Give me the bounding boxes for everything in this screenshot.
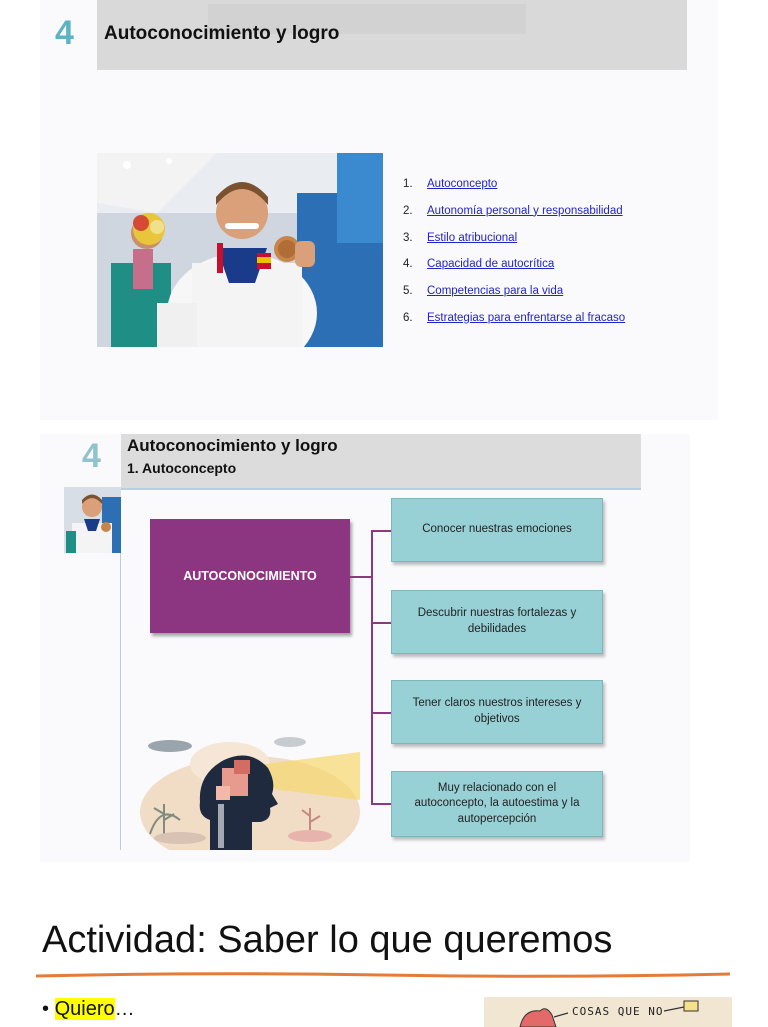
bullet-quiero: • Quiero… bbox=[42, 998, 135, 1021]
connector-line bbox=[371, 803, 392, 805]
toc-link-estrategias[interactable]: Estrategias para enfrentarse al fracaso bbox=[427, 311, 626, 324]
connector-line bbox=[371, 622, 392, 624]
connector-line bbox=[371, 712, 392, 714]
toc-link-autonomia[interactable]: Autonomía personal y responsabilidad bbox=[427, 204, 623, 217]
header-ghost-text-bar bbox=[208, 4, 526, 34]
toc-link-autoconcepto[interactable]: Autoconcepto bbox=[427, 178, 498, 190]
connector-line bbox=[350, 576, 372, 578]
head-puzzle-illustration bbox=[120, 724, 360, 868]
athlete-medal-photo bbox=[97, 153, 383, 347]
toc-item: 6. Estrategias para enfrentarse al fraca… bbox=[403, 312, 703, 339]
highlighted-quiero: Quiero bbox=[54, 998, 115, 1020]
toc-item: 4. Capacidad de autocrítica bbox=[403, 258, 703, 285]
divider-line bbox=[120, 488, 121, 850]
activity-title: Actividad: Saber lo que queremos bbox=[42, 919, 613, 961]
slide-2-subtitle: 1. Autoconcepto bbox=[127, 460, 237, 476]
toc-item: 3. Estilo atribucional bbox=[403, 232, 703, 259]
slide-2-header-bar bbox=[121, 434, 641, 490]
toc-number: 6. bbox=[403, 311, 413, 324]
toc-number: 3. bbox=[403, 231, 413, 244]
section-number: 4 bbox=[82, 437, 101, 475]
title-underline bbox=[35, 966, 731, 978]
ellipsis: … bbox=[114, 998, 135, 1020]
bullet-marker: • bbox=[42, 998, 50, 1020]
concept-box-fortalezas: Descubrir nuestras fortalezas y debilida… bbox=[391, 590, 603, 654]
slide-1-title: Autoconocimiento y logro bbox=[104, 23, 340, 44]
toc-link-estilo-atribucional[interactable]: Estilo atribucional bbox=[427, 231, 518, 244]
autoconocimiento-box: AUTOCONOCIMIENTO bbox=[150, 519, 350, 633]
toc-number: 1. bbox=[403, 178, 413, 190]
sticker-text: COSAS QUE NO bbox=[572, 1005, 664, 1018]
toc-item: 2. Autonomía personal y responsabilidad bbox=[403, 205, 703, 232]
connector-line bbox=[371, 530, 373, 804]
section-number: 4 bbox=[55, 14, 74, 52]
toc-link-competencias[interactable]: Competencias para la vida bbox=[427, 285, 564, 298]
cosas-que-no-sticker: COSAS QUE NO bbox=[484, 997, 732, 1027]
concept-box-autoconcepto: Muy relacionado con el autoconcepto, la … bbox=[391, 771, 603, 837]
concept-box-intereses: Tener claros nuestros intereses y objeti… bbox=[391, 680, 603, 744]
toc-item: 1. Autoconcepto bbox=[403, 178, 703, 205]
concept-box-emociones: Conocer nuestras emociones bbox=[391, 498, 603, 562]
toc-link-autocritica[interactable]: Capacidad de autocrítica bbox=[427, 258, 555, 271]
toc-number: 4. bbox=[403, 258, 413, 271]
connector-line bbox=[371, 530, 392, 532]
toc-number: 5. bbox=[403, 285, 413, 298]
toc-number: 2. bbox=[403, 204, 413, 217]
athlete-thumbnail bbox=[64, 487, 121, 553]
table-of-contents: 1. Autoconcepto 2. Autonomía personal y … bbox=[403, 178, 703, 339]
slide-2-title: Autoconocimiento y logro bbox=[127, 436, 338, 455]
toc-item: 5. Competencias para la vida bbox=[403, 285, 703, 312]
